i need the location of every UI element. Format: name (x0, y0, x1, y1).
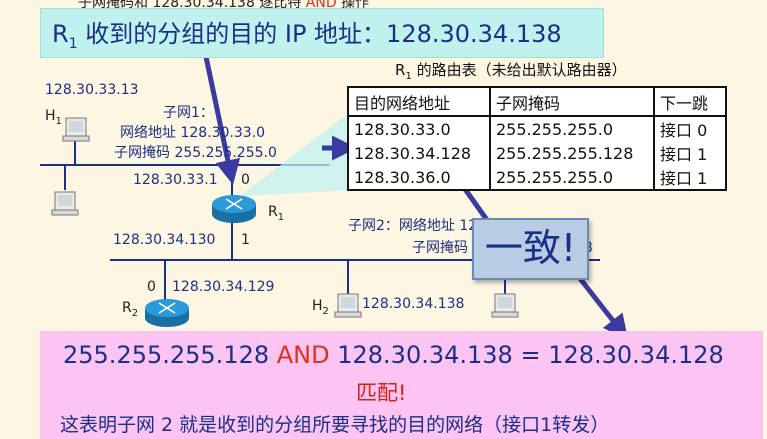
router-r1-icon (212, 195, 256, 223)
h1-label: H1 (45, 108, 62, 127)
subnet1-mask: 子网掩码 255.255.255.0 (114, 145, 277, 161)
match-callout: 一致! (472, 218, 589, 280)
match-text: 匹配! (356, 381, 407, 405)
r1-if0-ip: 128.30.33.1 (133, 172, 218, 188)
result-panel (40, 331, 763, 439)
header-dest: 目的网络地址 (347, 86, 491, 117)
host-h1-icon (62, 117, 90, 142)
header-mask: 子网掩码 (489, 86, 655, 117)
table-to-result-arrow (576, 274, 629, 340)
destination-banner-text: R1 收到的分组的目的 IP 地址：128.30.34.138 (52, 20, 562, 52)
conclusion-text: 这表明子网 2 就是收到的分组所要寻找的目的网络（接口1转发） (60, 414, 610, 436)
router-r2-icon (145, 299, 189, 327)
top-note: 子网掩码和 128.30.34.138 逐比特 AND 操作 (78, 0, 370, 11)
header-nexthop: 下一跳 (653, 86, 727, 117)
table-row: 128.30.36.0 255.255.255.0 接口 1 (347, 165, 727, 191)
lookup-beam (240, 108, 355, 196)
and-equation: 255.255.255.128 AND 128.30.34.138 = 128.… (63, 341, 724, 369)
host-subnet2-icon (491, 293, 519, 318)
and-result: 128.30.34.128 (548, 341, 724, 369)
r1-if0-label: 0 (241, 172, 250, 188)
routing-table-title: R1 的路由表（未给出默认路由器） (395, 61, 627, 82)
host-h2-icon (334, 293, 362, 318)
h1-ip: 128.30.33.13 (45, 82, 139, 98)
destination-banner (40, 8, 604, 58)
destination-ip: 128.30.34.138 (386, 20, 562, 48)
r1-if1-ip: 128.30.34.130 (113, 232, 216, 248)
subnet1-title: 子网1： (163, 105, 214, 121)
r2-label: R2 (122, 300, 139, 319)
r2-ip: 128.30.34.129 (172, 279, 275, 295)
h2-label: H2 (312, 298, 329, 317)
r1-label: R1 (268, 204, 285, 223)
subnet1-address: 网络地址 128.30.33.0 (120, 125, 266, 141)
banner-to-r1-arrow (202, 51, 241, 185)
table-row: 128.30.34.128 255.255.255.128 接口 1 (347, 141, 727, 165)
routing-table: 目的网络地址 子网掩码 下一跳 128.30.33.0 255.255.255.… (347, 86, 727, 191)
r2-if0-label: 0 (147, 279, 156, 295)
routing-table-header: 目的网络地址 子网掩码 下一跳 (347, 86, 727, 117)
table-row: 128.30.33.0 255.255.255.0 接口 0 (347, 116, 727, 141)
r1-if1-label: 1 (241, 232, 250, 248)
host-subnet1-icon (51, 191, 79, 216)
h2-ip: 128.30.34.138 (362, 296, 465, 312)
